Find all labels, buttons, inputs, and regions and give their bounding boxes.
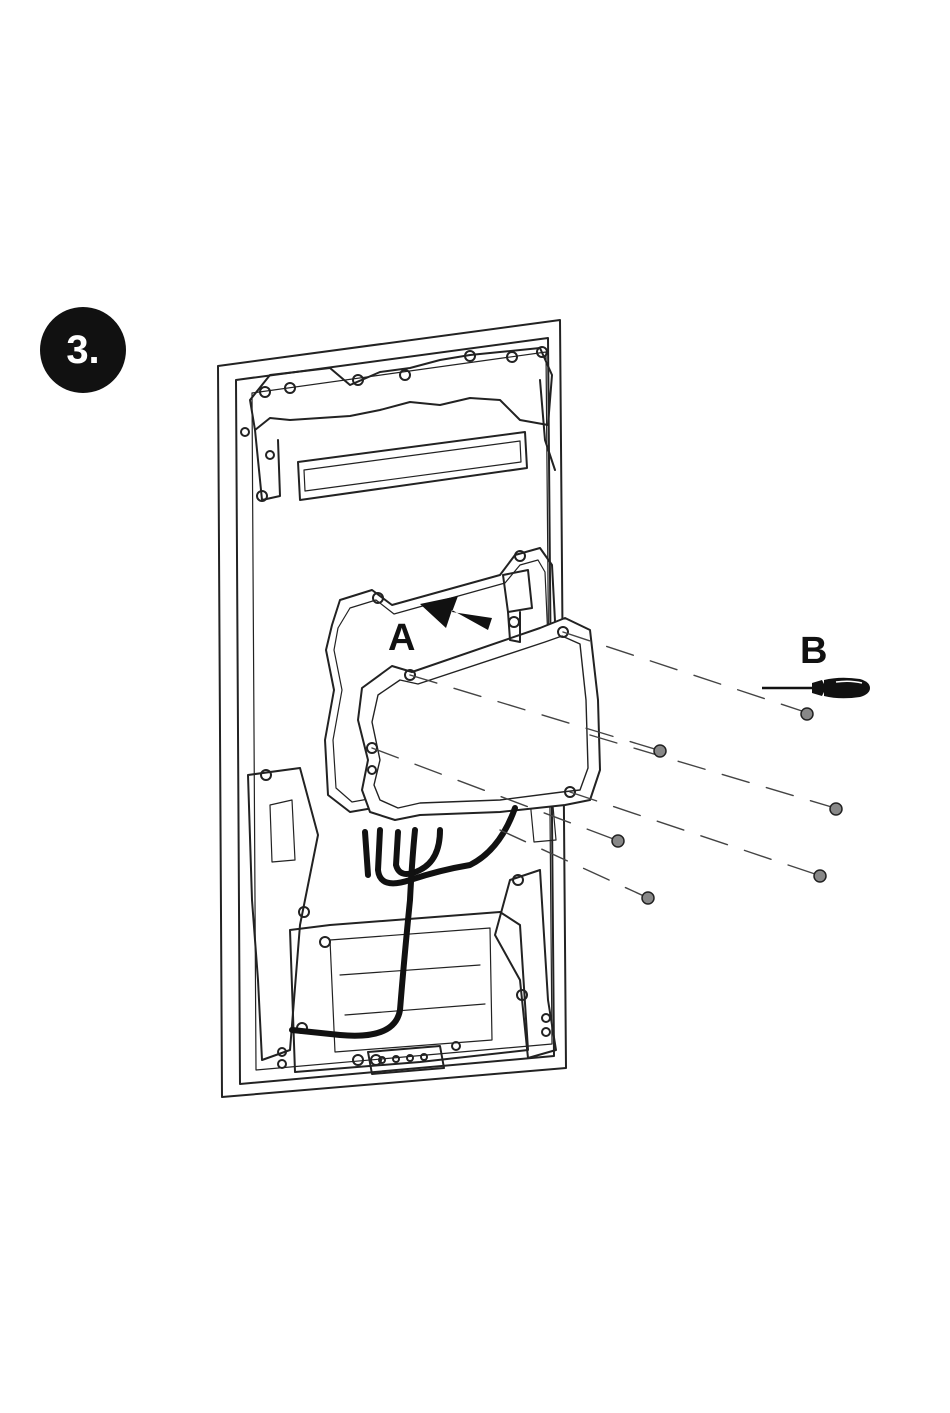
callout-a: A — [388, 617, 415, 659]
arrow-up-left-icon — [420, 596, 492, 630]
screwdriver-icon — [762, 678, 870, 699]
screws — [612, 708, 842, 904]
callout-b: B — [800, 630, 827, 672]
wiring — [292, 808, 515, 1036]
